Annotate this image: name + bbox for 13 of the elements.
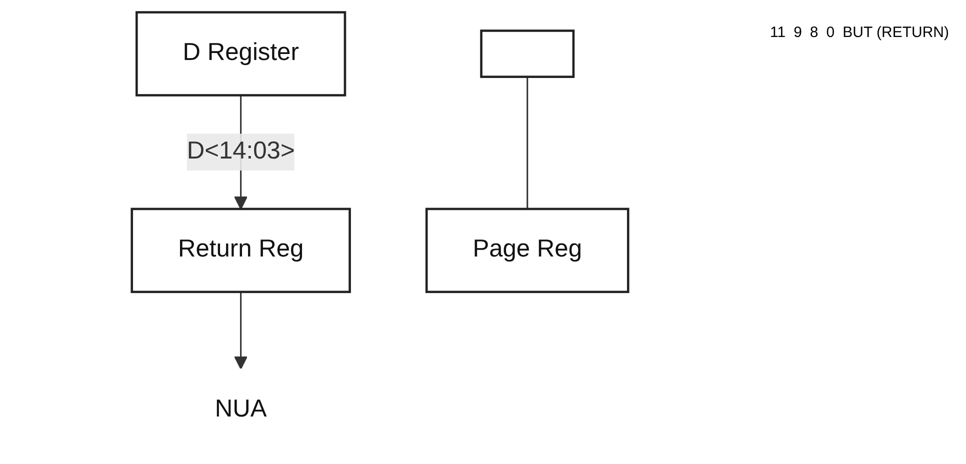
node-box: D Register	[136, 11, 346, 96]
bit-number-label: 0	[826, 24, 835, 41]
bit-number-label: 9	[794, 24, 802, 41]
connector	[526, 76, 528, 209]
edge-label: D<14:03>	[186, 138, 295, 164]
node-box: Return Reg	[130, 208, 351, 294]
note-text: BUT (RETURN)	[842, 24, 949, 41]
bit-number-label: 11	[770, 24, 786, 41]
bit-number-label: 8	[810, 24, 818, 41]
arrow	[234, 292, 248, 370]
node-box: Page Reg	[425, 208, 630, 294]
node-text: NUA	[214, 396, 267, 423]
node-box	[480, 30, 575, 78]
